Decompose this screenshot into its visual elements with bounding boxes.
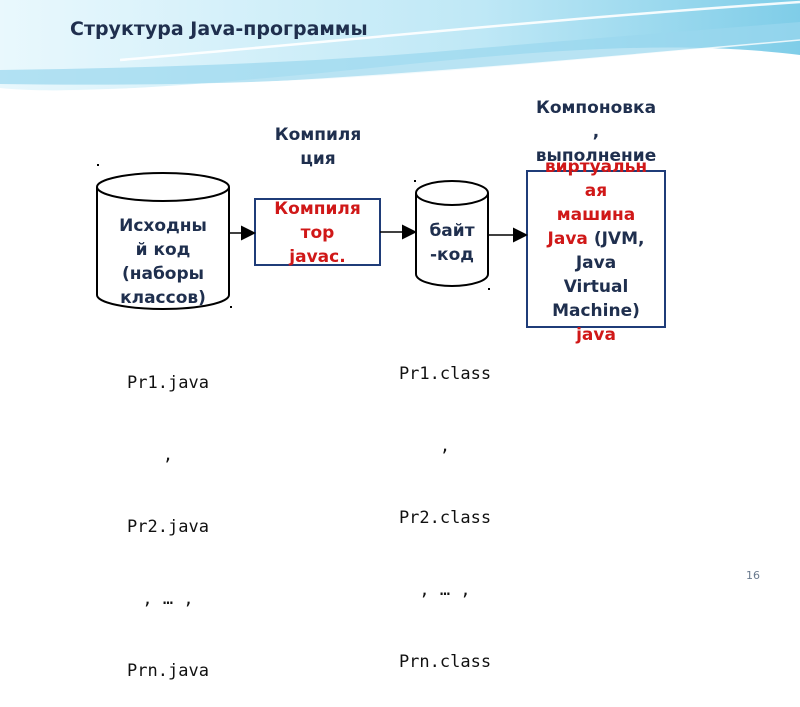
compiler-box-line: Компиля [274, 199, 361, 219]
jvm-box-jvm-word: (JVM, [587, 229, 645, 249]
jvm-box-line-dark: Java [575, 253, 617, 273]
compiler-box-label: Компиля тор javac. [255, 197, 380, 269]
selection-handle [97, 164, 99, 166]
compiler-box-line: тор [300, 223, 335, 243]
run-header-line: , [592, 122, 600, 142]
bytecode-label-line: байт [429, 221, 475, 241]
jvm-box-line-red: ая [584, 181, 608, 201]
compile-header-line: ция [300, 149, 336, 169]
source-label-line: (наборы [121, 264, 205, 284]
run-header-line: Компоновка [535, 98, 657, 118]
bytecode-label: байт -код [416, 219, 488, 267]
source-label-line: й код [135, 240, 191, 260]
source-file-line: , [162, 445, 174, 465]
source-file-line: , … , [142, 589, 194, 609]
header-wave-decoration [0, 0, 800, 93]
jvm-box-line-dark: Machine) [552, 301, 640, 321]
bytecode-label-line: -код [429, 245, 474, 265]
bytecode-file-line: Pr1.class [398, 364, 492, 384]
bytecode-file-line: , … , [419, 580, 471, 600]
selection-handle [414, 180, 416, 182]
slide-title: Структура Java-программы [70, 18, 368, 40]
source-label-line: классов) [120, 288, 206, 308]
source-label-line: Исходны [119, 216, 207, 236]
jvm-box-java-word: Java [547, 229, 588, 249]
bytecode-file-line: Pr2.class [398, 508, 492, 528]
jvm-box-line-red: виртуальн [544, 157, 648, 177]
bytecode-file-line: Prn.class [398, 652, 492, 672]
diagram-shapes [96, 170, 666, 328]
jvm-box-line-dark: Virtual [563, 277, 629, 297]
run-header-line: выполнение [535, 146, 657, 166]
source-file-line: Pr2.java [127, 517, 209, 537]
jvm-box-label: виртуальн ая машина Java (JVM, Java Virt… [527, 155, 665, 347]
bytecode-file-line: , [439, 436, 451, 456]
jvm-box-line-red: машина [556, 205, 636, 225]
run-header: Компоновка , выполнение [516, 96, 676, 168]
jvm-box-line-red: java [576, 325, 616, 345]
jvm-box-line-mixed: Java (JVM, [527, 227, 665, 251]
source-file-line: Pr1.java [127, 373, 209, 393]
compiler-box-line: javac. [289, 247, 346, 267]
compile-header: Компиля ция [250, 123, 386, 171]
source-cylinder [96, 172, 230, 310]
jvm-box [526, 170, 666, 328]
page-number: 16 [746, 569, 760, 582]
selection-handle [488, 288, 490, 290]
source-label: Исходны й код (наборы классов) [100, 214, 226, 310]
source-files-list: Pr1.java , Pr2.java , … , Prn.java [105, 323, 231, 707]
source-file-line: Prn.java [127, 661, 209, 681]
bytecode-cylinder [415, 180, 489, 287]
selection-handle [230, 306, 232, 308]
compile-header-line: Компиля [274, 125, 362, 145]
bytecode-files-list: Pr1.class , Pr2.class , … , Prn.class [380, 314, 510, 698]
